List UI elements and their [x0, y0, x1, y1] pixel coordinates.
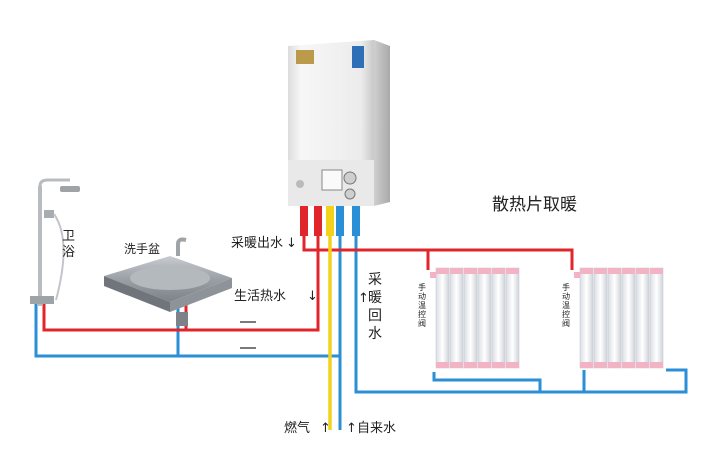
radiator-fin-cap — [450, 268, 463, 274]
radiator-fin-cap — [580, 362, 593, 368]
valve-label-char: 温 — [418, 301, 426, 310]
svg-text:回: 回 — [368, 308, 382, 324]
radiator-fin — [477, 267, 492, 369]
radiator-fin — [621, 267, 636, 369]
radiator-right — [574, 267, 664, 369]
radiator-fin-cap — [580, 268, 593, 274]
valve-label-char: 手 — [562, 282, 570, 292]
wall-boiler — [288, 40, 390, 236]
tap-water-label: 自来水 — [357, 421, 396, 436]
radiator-fin-cap — [650, 268, 663, 274]
radiator-fin — [491, 267, 506, 369]
radiator-fin-cap — [636, 362, 649, 368]
svg-text:暖: 暖 — [368, 290, 382, 306]
domestic-hot-arrow: ↓ — [307, 289, 318, 304]
valve-label-char: 手 — [418, 282, 426, 292]
radiator-valve-icon — [574, 272, 580, 278]
brand-logo-icon — [296, 50, 314, 64]
radiator-fin-cap — [622, 268, 635, 274]
valve-label-char: 控 — [562, 309, 570, 319]
radiator-fin — [435, 267, 450, 369]
heating-return-arrow: ↑ — [358, 291, 369, 306]
radiator-fin-cap — [492, 362, 505, 368]
valve-label-char: 动 — [418, 291, 426, 301]
sink-basin — [104, 237, 232, 326]
shower-set — [30, 178, 80, 306]
radiator-fin — [649, 267, 664, 369]
radiator-fin-cap — [636, 268, 649, 274]
shower-head-icon — [60, 186, 80, 192]
radiator-fin — [607, 267, 622, 369]
heating-return-label: 采 暖 回 水 ↑ — [358, 272, 382, 342]
diagram-title: 散热片取暖 — [492, 195, 577, 215]
gas-label: 燃气 — [284, 420, 310, 436]
domestic-hot-label: 生活热水 — [234, 289, 286, 304]
svg-text:水: 水 — [368, 326, 382, 342]
radiator-left — [430, 267, 520, 369]
radiator-fin-cap — [622, 362, 635, 368]
radiator-fin-cap — [450, 362, 463, 368]
radiator-fin-cap — [492, 268, 505, 274]
radiator-fin-cap — [594, 268, 607, 274]
heating-out-label: 采暖出水 — [231, 236, 283, 251]
boiler-dial-icon — [344, 188, 356, 200]
radiator-fin — [593, 267, 608, 369]
sink-label: 洗手盆 — [124, 242, 160, 256]
radiator-fin-cap — [436, 268, 449, 274]
radiator-fin-cap — [506, 268, 519, 274]
svg-text:采: 采 — [368, 272, 382, 288]
valve-label-char: 温 — [562, 301, 570, 310]
tap-water-arrow: ↑ — [346, 421, 357, 436]
radiator-fin-cap — [594, 362, 607, 368]
radiator-fin — [579, 267, 594, 369]
faucet-icon — [176, 237, 187, 256]
radiator-fin-cap — [478, 268, 491, 274]
radiator-fin — [463, 267, 478, 369]
boiler-knob-icon — [296, 180, 304, 188]
bathroom-label-line2: 浴 — [62, 245, 75, 260]
gas-arrow: ↑ — [320, 421, 331, 436]
cold-water-pipes — [34, 236, 688, 430]
radiator-fin-cap — [478, 362, 491, 368]
radiator-fin — [635, 267, 650, 369]
radiator-fin — [505, 267, 520, 369]
radiator-fin-cap — [464, 362, 477, 368]
bathroom-label-line1: 卫 — [62, 229, 75, 244]
radiator-valve-icon — [430, 272, 436, 278]
heating-out-arrow: ↓ — [286, 236, 297, 251]
radiator-fin — [449, 267, 464, 369]
valve-label-char: 控 — [418, 309, 426, 319]
radiator-fin-cap — [436, 362, 449, 368]
radiator-fin-cap — [464, 268, 477, 274]
energy-label-icon — [352, 46, 364, 68]
radiator-fin-cap — [608, 362, 621, 368]
valve-label-char: 阀 — [562, 319, 570, 328]
radiator-fin-cap — [506, 362, 519, 368]
boiler-dial-icon — [343, 171, 357, 185]
boiler-display — [321, 169, 343, 191]
valve-label-char: 阀 — [418, 319, 426, 328]
radiator-fin-cap — [650, 362, 663, 368]
valve-label-char: 动 — [562, 291, 570, 301]
radiator-fin-cap — [608, 268, 621, 274]
